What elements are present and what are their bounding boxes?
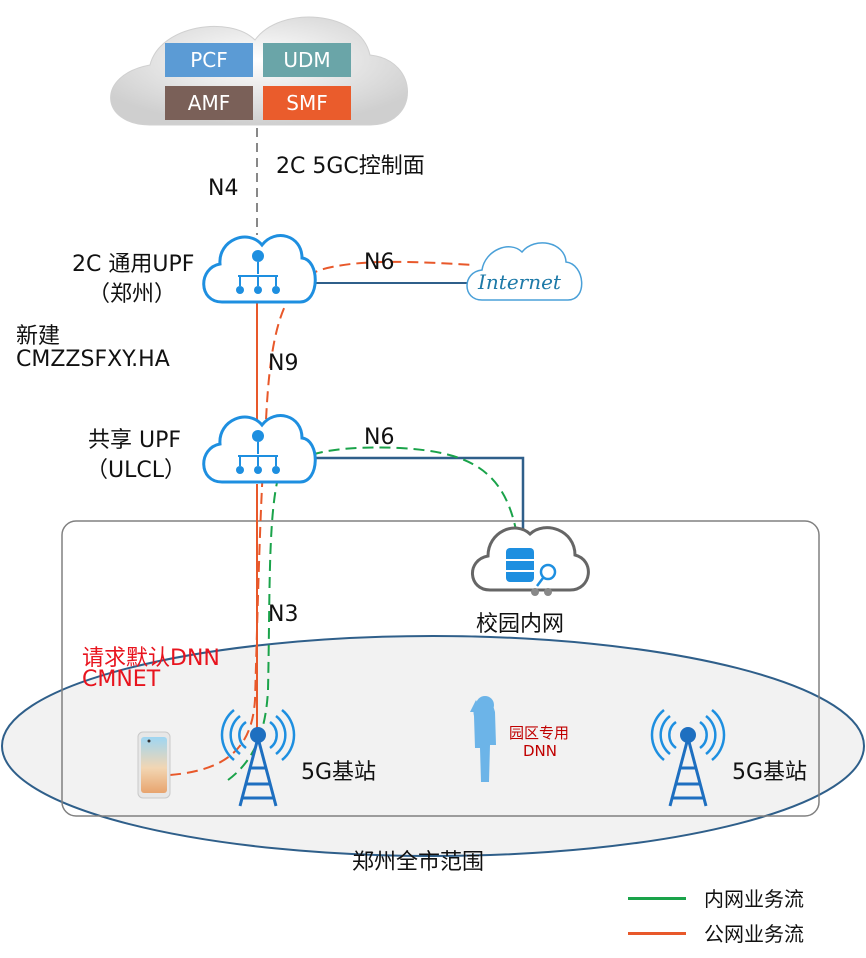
base-station-left-icon <box>220 709 296 807</box>
n6-campus-link <box>312 456 525 540</box>
legend-public-line <box>628 932 686 935</box>
new-build-label-line2: CMZZSFXY.HA <box>16 347 170 372</box>
park-dnn-line1: 园区专用 <box>509 724 570 742</box>
general-upf-label-line1: 2C 通用UPF <box>72 252 195 277</box>
core-cloud <box>110 16 408 126</box>
internet-cloud-icon <box>466 242 583 301</box>
pcf-box: PCF <box>165 43 253 77</box>
n4-label: N4 <box>208 176 239 201</box>
campus-label: 校园内网 <box>476 612 565 637</box>
base-station-right-label: 5G基站 <box>732 760 808 785</box>
shared-upf-label-line2: （ULCL） <box>86 458 186 483</box>
n9-label: N9 <box>268 351 299 376</box>
n6-mid-label: N6 <box>364 425 395 450</box>
city-scope-ellipse <box>1 635 865 857</box>
shared-upf-label-line1: 共享 UPF <box>88 428 182 453</box>
park-dnn-line2: DNN <box>523 742 557 760</box>
campus-network-icon <box>471 526 590 596</box>
person-icon <box>470 696 496 782</box>
n6-top-label: N6 <box>364 250 395 275</box>
legend-internal-line <box>628 897 686 900</box>
public-flow-path <box>169 260 476 776</box>
control-plane-label: 2C 5GC控制面 <box>276 154 425 179</box>
request-dnn-line2: CMNET <box>82 667 161 692</box>
general-upf-label-line2: （郑州） <box>88 282 177 307</box>
shared-upf-icon <box>202 414 317 484</box>
base-station-left-label: 5G基站 <box>301 760 377 785</box>
new-build-label-line1: 新建 <box>16 324 61 349</box>
smf-box: SMF <box>263 86 351 120</box>
n3-label: N3 <box>268 602 299 627</box>
phone-icon <box>137 731 171 799</box>
internet-label: Internet <box>478 270 561 294</box>
udm-box: UDM <box>263 43 351 77</box>
legend-public-label: 公网业务流 <box>704 922 804 946</box>
request-dnn-line1: 请求默认DNN <box>82 646 220 671</box>
general-upf-icon <box>202 234 317 304</box>
campus-boundary <box>61 520 820 817</box>
city-scope-label: 郑州全市范围 <box>352 850 485 875</box>
base-station-right-icon <box>650 709 726 807</box>
amf-box: AMF <box>165 86 253 120</box>
legend-internal-label: 内网业务流 <box>704 887 804 911</box>
